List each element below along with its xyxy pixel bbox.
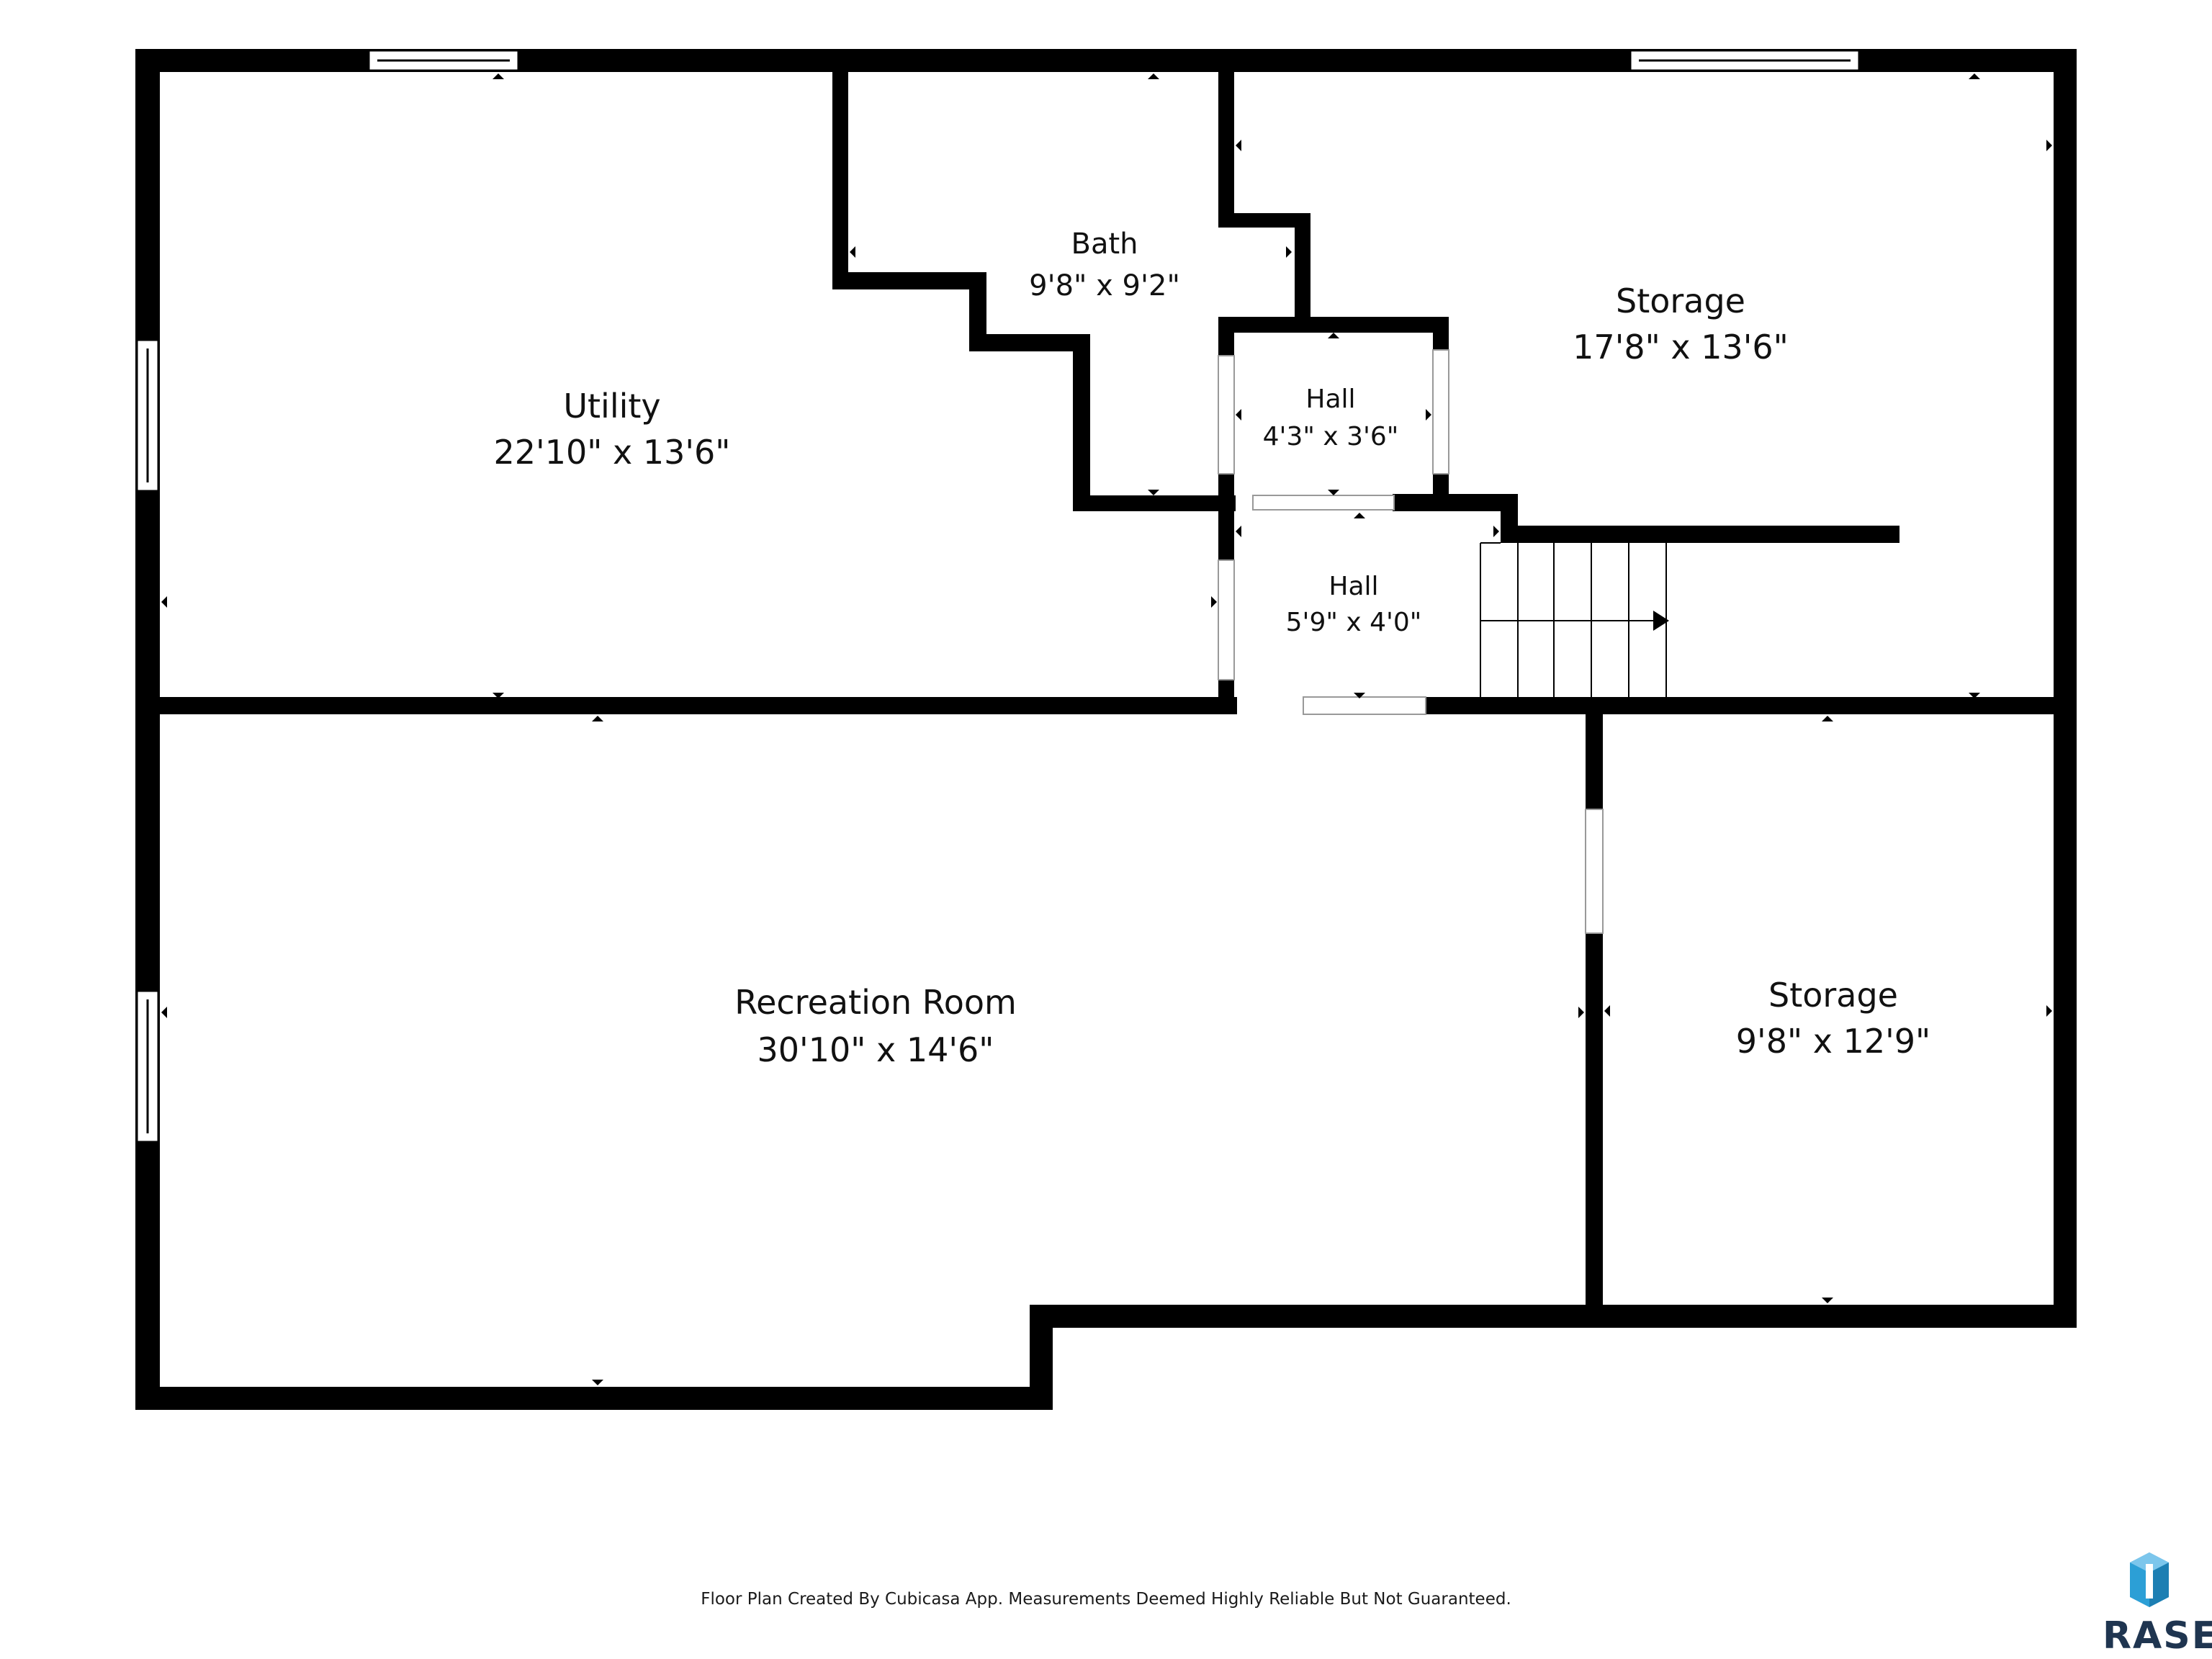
room-labels: Utility 22'10" x 13'6" Bath 9'8" x 9'2" … <box>494 228 1931 1069</box>
opening-hall-rec <box>1303 696 1426 715</box>
room-name-storage-south: Storage <box>1768 976 1898 1015</box>
window-left-upper <box>135 338 160 493</box>
opening-hall-left-lower <box>1218 559 1235 680</box>
room-dimensions-storage-south: 9'8" x 12'9" <box>1736 1022 1930 1061</box>
stair-direction-arrow-icon <box>1653 611 1669 631</box>
opening-hall-right-upper <box>1432 349 1449 475</box>
disclaimer-note: Floor Plan Created By Cubicasa App. Meas… <box>701 1590 1511 1609</box>
window-top-right <box>1629 49 1861 72</box>
window-left-lower <box>135 989 160 1143</box>
window-top-left <box>367 49 520 72</box>
windows <box>135 49 1861 1143</box>
room-name-hall-upper: Hall <box>1305 385 1355 414</box>
opening-rec-storage <box>1585 809 1604 934</box>
rase-logo: RASE <box>2103 1548 2212 1658</box>
opening-bath-hall <box>1252 495 1395 511</box>
room-name-bath: Bath <box>1071 228 1138 261</box>
rase-cube-logo-icon <box>2130 1552 2169 1607</box>
room-name-storage-north: Storage <box>1616 282 1745 320</box>
room-name-recreation-room: Recreation Room <box>734 983 1017 1022</box>
room-name-hall-lower: Hall <box>1328 572 1378 601</box>
room-dimensions-recreation-room: 30'10" x 14'6" <box>757 1030 994 1069</box>
room-dimensions-bath: 9'8" x 9'2" <box>1029 269 1180 302</box>
logo-text: RASE <box>2103 1614 2212 1658</box>
room-dimensions-hall-upper: 4'3" x 3'6" <box>1263 422 1399 451</box>
room-name-utility: Utility <box>563 387 660 426</box>
measure-markers <box>161 73 2052 1385</box>
room-dimensions-storage-north: 17'8" x 13'6" <box>1573 328 1789 367</box>
opening-hall-left-upper <box>1218 355 1235 475</box>
stairs <box>1480 542 1669 697</box>
door-openings <box>1218 349 1604 934</box>
room-dimensions-hall-lower: 5'9" x 4'0" <box>1286 608 1422 637</box>
room-dimensions-utility: 22'10" x 13'6" <box>494 433 731 472</box>
